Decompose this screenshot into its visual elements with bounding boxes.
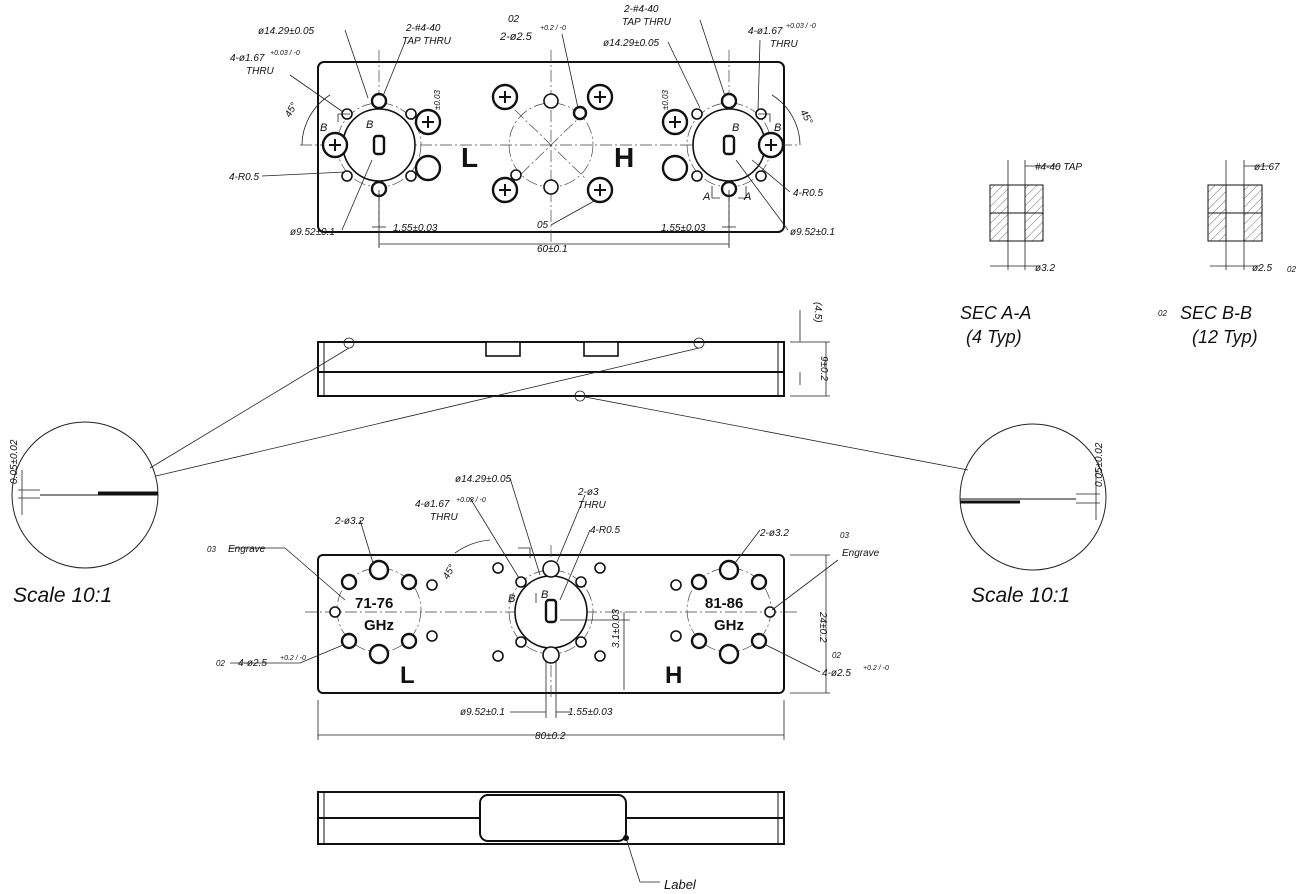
top-thru-left-2: THRU xyxy=(246,66,275,77)
top-letter-l: L xyxy=(461,142,478,173)
label-area xyxy=(479,794,627,842)
bottom-center-offset: 3.1±0.03 xyxy=(611,609,622,648)
detail-right: 0.05±0.02 Scale 10:1 xyxy=(579,395,1107,607)
left-waveguide-slot xyxy=(372,134,386,156)
section-b-b: ø1.67 ø2.5 02 02 SEC B-B (12 Typ) xyxy=(1158,160,1296,347)
bottom-angle: 45° xyxy=(441,563,458,582)
section-a-title: SEC A-A xyxy=(960,303,1031,323)
top-thru-right: 4-ø1.67 xyxy=(748,26,783,37)
bottom-pins-right: 4-ø2.5 xyxy=(822,668,851,679)
bottom-pins-right-tol: +0.2 / -0 xyxy=(863,665,889,672)
bottom-engrave-right: Engrave xyxy=(842,548,880,559)
section-a-tap: #4-40 TAP xyxy=(1035,162,1082,173)
detail-right-scale: Scale 10:1 xyxy=(971,584,1070,607)
top-thru-right-tol: +0.03 / -0 xyxy=(786,23,816,30)
detail-left: 0.05±0.02 Scale 10:1 xyxy=(9,347,700,607)
bottom-height: 24±0.2 xyxy=(817,611,828,643)
freq-right-1: 81-86 xyxy=(705,595,743,612)
top-a-right: A xyxy=(743,191,751,203)
bottom-letter-l: L xyxy=(400,662,415,689)
bottom-dia-1429: ø14.29±0.05 xyxy=(455,474,512,485)
bottom-thru-167-2: THRU xyxy=(430,512,459,523)
bottom-engrave-rev-right: 03 xyxy=(840,531,849,540)
top-letter-h: H xyxy=(614,142,634,173)
top-view: L H ø14.29±0.05 2-#4- xyxy=(229,4,835,255)
top-b-left-outer: B xyxy=(320,122,327,134)
detail-left-scale: Scale 10:1 xyxy=(13,584,112,607)
top-angle-left: 45° xyxy=(283,101,300,120)
bottom-holes-32-right: 2-ø3.2 xyxy=(759,528,789,539)
bottom-pins-rev-left: 02 xyxy=(216,659,225,668)
top-pin-holes: 2-ø2.5 xyxy=(499,31,533,43)
top-radius-right: 4-R0.5 xyxy=(793,188,823,199)
section-a-dia: ø3.2 xyxy=(1035,263,1055,274)
bottom-length: 80±0.2 xyxy=(535,731,566,742)
section-b-title: SEC B-B xyxy=(1180,303,1252,323)
bottom-thru-167-tol: +0.03 / -0 xyxy=(456,497,486,504)
bottom-engrave-left: Engrave xyxy=(228,544,266,555)
section-b-dia-bottom: ø2.5 xyxy=(1252,263,1272,274)
top-b-right-inner: B xyxy=(732,122,739,134)
bottom-thru-167: 4-ø1.67 xyxy=(415,499,450,510)
end-view: Label xyxy=(317,791,785,892)
side-depth: (4.5) xyxy=(812,302,823,323)
bottom-view: 71-76 GHz L H 81-86 GHz xyxy=(207,474,889,742)
detail-left-flatness: 0.05±0.02 xyxy=(9,439,20,484)
top-thru-left-tol: +0.03 / -0 xyxy=(270,50,300,57)
top-angle-right: 45° xyxy=(797,108,814,127)
freq-left-2: GHz xyxy=(364,617,394,634)
section-b-count: (12 Typ) xyxy=(1192,327,1258,347)
top-thru-left: 4-ø1.67 xyxy=(230,53,265,64)
top-bore-right: ø9.52±0.1 xyxy=(790,227,835,238)
section-a-count: (4 Typ) xyxy=(966,327,1022,347)
side-view: (4.5) 9±0.2 xyxy=(317,302,830,402)
top-thru-right-2: THRU xyxy=(770,39,799,50)
section-a-a: #4-40 TAP ø3.2 SEC A-A (4 Typ) xyxy=(960,160,1082,347)
bottom-pins-left: 4-ø2.5 xyxy=(238,658,267,669)
bottom-holes-3-2: THRU xyxy=(578,500,607,511)
top-tap-right-2: TAP THRU xyxy=(622,17,672,28)
bottom-radius: 4-R0.5 xyxy=(590,525,620,536)
top-rev-05: 05 xyxy=(537,220,549,231)
top-b-left-inner: B xyxy=(366,119,373,131)
top-tol-right: ±0.03 xyxy=(661,89,670,110)
bottom-letter-h: H xyxy=(665,662,682,689)
section-b-dia-top: ø1.67 xyxy=(1254,162,1280,173)
bottom-pins-left-tol: +0.2 / -0 xyxy=(280,655,306,662)
section-b-rev-small: 02 xyxy=(1287,265,1296,274)
bottom-holes-3: 2-ø3 xyxy=(577,487,599,498)
bottom-b-right: B xyxy=(541,589,548,601)
top-length-60: 60±0.1 xyxy=(537,244,568,255)
top-tol-left: ±0.03 xyxy=(433,89,442,110)
top-radius-left: 4-R0.5 xyxy=(229,172,259,183)
top-rev-02: 02 xyxy=(508,14,520,25)
top-b-right-outer: B xyxy=(774,122,781,134)
side-thickness: 9±0.2 xyxy=(818,356,829,381)
top-offset-left: 1.55±0.03 xyxy=(393,223,438,234)
section-b-rev: 02 xyxy=(1158,309,1167,318)
bottom-bore: ø9.52±0.1 xyxy=(460,707,505,718)
freq-right-2: GHz xyxy=(714,617,744,634)
freq-left-1: 71-76 xyxy=(355,595,393,612)
top-flange-dia-left: ø14.29±0.05 xyxy=(258,26,315,37)
top-tap-right: 2-#4-40 xyxy=(623,4,659,15)
bottom-pins-rev-right: 02 xyxy=(832,651,841,660)
top-tap-left-2: TAP THRU xyxy=(402,36,452,47)
end-label: Label xyxy=(664,877,697,892)
top-a-left: A xyxy=(702,191,710,203)
top-tap-left: 2-#4-40 xyxy=(405,23,441,34)
top-offset-right: 1.55±0.03 xyxy=(661,223,706,234)
detail-right-flatness: 0.05±0.02 xyxy=(1094,442,1105,487)
bottom-b-left: B xyxy=(508,593,515,605)
right-waveguide-slot xyxy=(722,134,736,156)
top-pin-tol: +0.2 / -0 xyxy=(540,25,566,32)
bottom-engrave-rev-left: 03 xyxy=(207,545,216,554)
bottom-holes-32-left: 2-ø3.2 xyxy=(334,516,364,527)
bottom-offset: 1.55±0.03 xyxy=(568,707,613,718)
top-bore-left: ø9.52±0.1 xyxy=(290,227,335,238)
top-flange-dia-right: ø14.29±0.05 xyxy=(603,38,660,49)
